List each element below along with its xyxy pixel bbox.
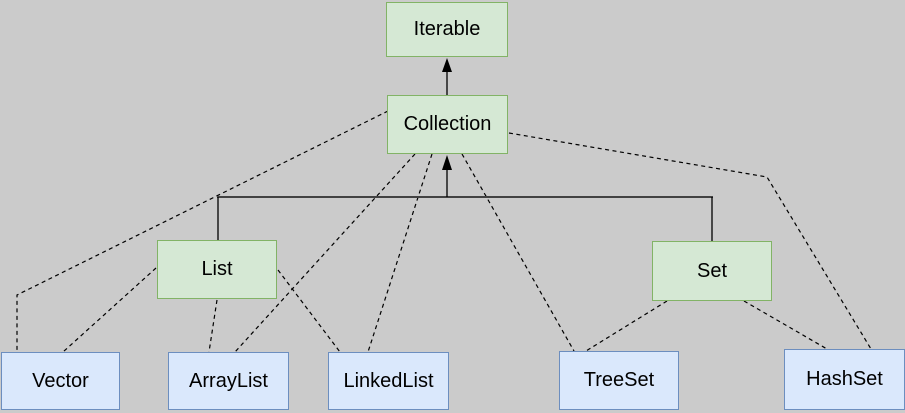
node-arraylist-label: ArrayList <box>189 369 268 392</box>
node-treeset-label: TreeSet <box>583 369 655 391</box>
node-collection-label: Collection <box>403 113 492 135</box>
node-treeset[interactable]: TreeSet <box>559 351 679 410</box>
edge-linkedlist-to-collection <box>367 153 433 353</box>
node-iterable-label: Iterable <box>413 18 481 40</box>
node-arraylist[interactable]: ArrayList <box>168 352 289 410</box>
edge-treeset-to-collection <box>461 153 575 352</box>
node-vector-label: Vector <box>32 369 89 392</box>
node-set[interactable]: Set <box>652 241 772 301</box>
node-hashset[interactable]: HashSet <box>784 349 905 410</box>
edge-vector-to-collection <box>16 110 389 352</box>
node-iterable[interactable]: Iterable <box>386 2 508 57</box>
node-linkedlist[interactable]: LinkedList <box>328 352 449 410</box>
edge-vector-to-list <box>62 267 157 353</box>
node-collection[interactable]: Collection <box>387 95 508 154</box>
node-linkedlist-label: LinkedList <box>343 369 434 392</box>
node-vector[interactable]: Vector <box>1 352 120 410</box>
node-hashset-label: HashSet <box>806 368 883 390</box>
edge-arraylist-to-list <box>208 299 218 353</box>
node-set-label: Set <box>696 259 728 282</box>
node-list-label: List <box>201 258 233 280</box>
edge-treeset-to-set <box>585 300 668 352</box>
node-list[interactable]: List <box>157 240 277 299</box>
edge-hashset-to-set <box>743 300 828 350</box>
arrowhead-into-iterable <box>442 58 452 72</box>
edge-linkedlist-to-list <box>277 269 341 353</box>
arrowhead-into-collection <box>442 155 452 170</box>
